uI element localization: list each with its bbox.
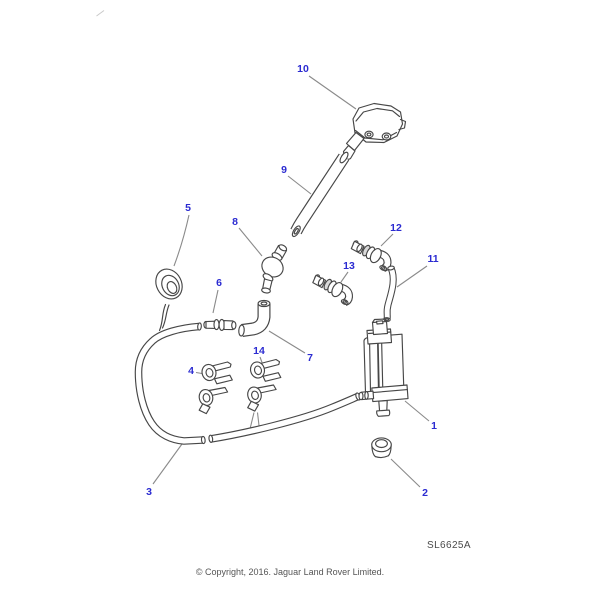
- part-clip-pair-a: [196, 361, 233, 415]
- callout-1[interactable]: 1: [431, 419, 437, 432]
- callout-leader-lines: [152, 75, 430, 488]
- callout-9[interactable]: 9: [281, 163, 287, 176]
- diagram-code: SL6625A: [427, 540, 471, 551]
- copyright-notice: © Copyright, 2016. Jaguar Land Rover Lim…: [195, 567, 385, 577]
- callout-6[interactable]: 6: [216, 276, 222, 289]
- part-elbow-tube: [238, 299, 271, 337]
- part-nonreturn-valve: [261, 244, 288, 294]
- part-washer-jet: [342, 102, 407, 160]
- callout-7[interactable]: 7: [307, 351, 313, 364]
- callout-12[interactable]: 12: [390, 221, 402, 234]
- callout-8[interactable]: 8: [232, 215, 238, 228]
- callout-13[interactable]: 13: [343, 259, 355, 272]
- part-clip-pair-b: [245, 358, 282, 412]
- part-pump-grommet: [371, 437, 392, 459]
- part-hose-connector: [203, 318, 237, 331]
- callout-4[interactable]: 4: [188, 364, 194, 377]
- callout-11[interactable]: 11: [427, 252, 439, 265]
- part-jet-tube: [290, 151, 350, 238]
- part-washer-pump: [358, 318, 409, 417]
- callout-2[interactable]: 2: [422, 486, 428, 499]
- part-short-hose: [383, 265, 397, 322]
- callout-5[interactable]: 5: [185, 201, 191, 214]
- callout-10[interactable]: 10: [297, 62, 309, 75]
- part-washer-hose: [134, 322, 361, 445]
- callout-14[interactable]: 14: [253, 344, 265, 357]
- part-grommet-bulkhead: [155, 268, 183, 332]
- callout-3[interactable]: 3: [146, 485, 152, 498]
- scan-tick-mark: [96, 10, 105, 17]
